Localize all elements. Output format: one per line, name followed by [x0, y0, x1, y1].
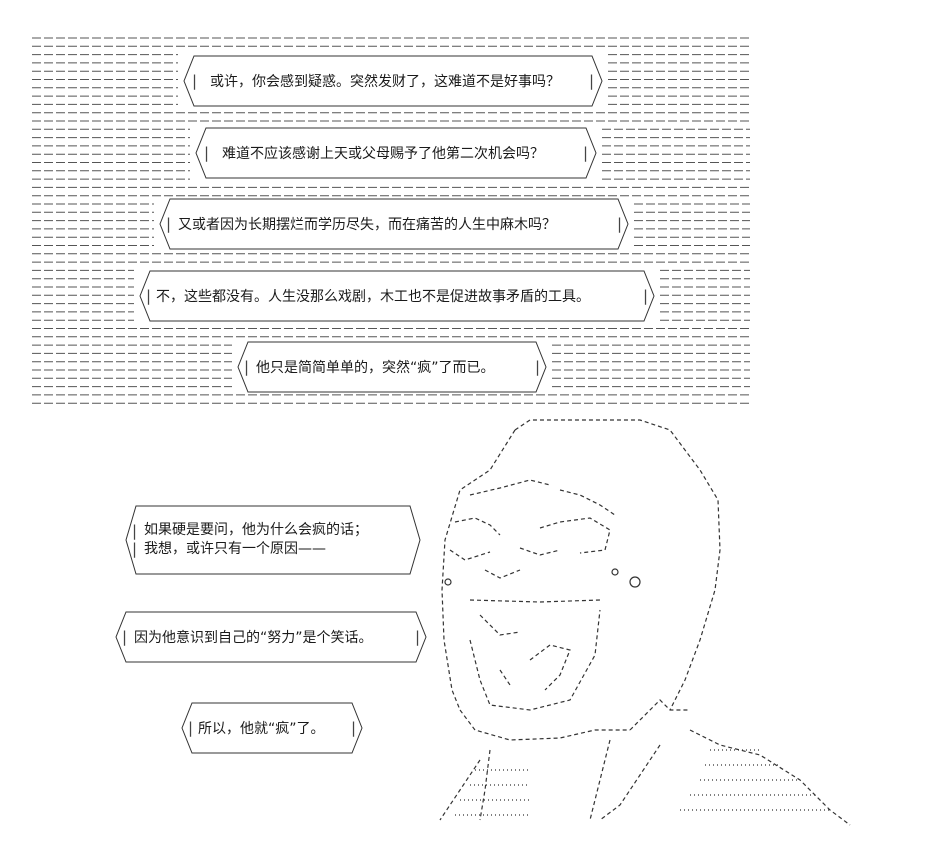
bubble-outline: [125, 505, 421, 575]
caption-bubble-2: | 难道不应该感谢上天或父母赐予了他第二次机会吗？ |: [195, 127, 597, 179]
bubble-frame: [181, 702, 363, 754]
bubble-outline: [115, 611, 427, 663]
bubble-outline: [183, 55, 603, 107]
bubble-edge-right: |: [580, 144, 590, 162]
caption-text-2: 难道不应该感谢上天或父母赐予了他第二次机会吗？: [222, 146, 544, 162]
bubble-edge-right: |: [348, 719, 358, 737]
bubble-edge-left: |: [190, 72, 200, 90]
bubble-frame: [183, 55, 603, 107]
bubble-edge-right: |: [532, 358, 542, 376]
bubble-edge-left: |: [242, 358, 252, 376]
bubble-edge-right: |: [614, 215, 624, 233]
bubble-edge-right: |: [412, 628, 422, 646]
bubble-edge-left: |: [144, 287, 154, 305]
caption-bubble-5: | 他只是简简单单的，突然“疯”了而已。 |: [237, 341, 547, 393]
caption-bubble-4: | 不，这些都没有。人生没那么戏剧，木工也不是促进故事矛盾的工具。 |: [139, 270, 655, 322]
bubble-edge-left: |: [202, 144, 212, 162]
bubble-frame: [115, 611, 427, 663]
caption-bubble-7: | 因为他意识到自己的“努力”是个笑话。 |: [115, 611, 427, 663]
caption-bubble-1: | 或许，你会感到疑惑。突然发财了，这难道不是好事吗？ |: [183, 55, 603, 107]
bubble-outline: [159, 198, 629, 250]
bubble-edge-left: |: [186, 719, 196, 737]
bubble-edge-right: |: [640, 287, 650, 305]
bubble-outline: [181, 702, 363, 754]
caption-text-1: 或许，你会感到疑惑。突然发财了，这难道不是好事吗？: [210, 74, 560, 90]
bubble-outline: [139, 270, 655, 322]
caption-bubble-6: || 如果硬是要问，他为什么会疯的话； 我想，或许只有一个原因——: [125, 505, 421, 575]
caption-line-1: 如果硬是要问，他为什么会疯的话；: [144, 522, 368, 538]
caption-line-2: 我想，或许只有一个原因——: [144, 541, 326, 557]
bubble-frame: [139, 270, 655, 322]
laughing-man-illustration: [439, 419, 851, 826]
bubble-edge-left: |: [164, 215, 174, 233]
bubble-outline: [195, 127, 597, 179]
bubble-frame: [195, 127, 597, 179]
caption-bubble-8: | 所以，他就“疯”了。 |: [181, 702, 363, 754]
caption-text-5: 他只是简简单单的，突然“疯”了而已。: [256, 360, 495, 376]
bubble-edge-left: |: [120, 628, 130, 646]
bubble-outline: [237, 341, 547, 393]
bubble-frame: [159, 198, 629, 250]
bubble-edge-left: ||: [130, 522, 140, 558]
caption-text-7: 因为他意识到自己的“努力”是个笑话。: [134, 630, 373, 646]
caption-bubble-3: | 又或者因为长期摆烂而学历尽失，而在痛苦的人生中麻木吗？ |: [159, 198, 629, 250]
caption-text-3: 又或者因为长期摆烂而学历尽失，而在痛苦的人生中麻木吗？: [178, 217, 556, 233]
caption-text-8: 所以，他就“疯”了。: [198, 721, 325, 737]
bubble-frame: [237, 341, 547, 393]
caption-text-6: 如果硬是要问，他为什么会疯的话； 我想，或许只有一个原因——: [126, 521, 368, 559]
bubble-edge-right: |: [586, 72, 596, 90]
bubble-frame: [125, 505, 421, 575]
caption-text-4: 不，这些都没有。人生没那么戏剧，木工也不是促进故事矛盾的工具。: [156, 289, 590, 305]
